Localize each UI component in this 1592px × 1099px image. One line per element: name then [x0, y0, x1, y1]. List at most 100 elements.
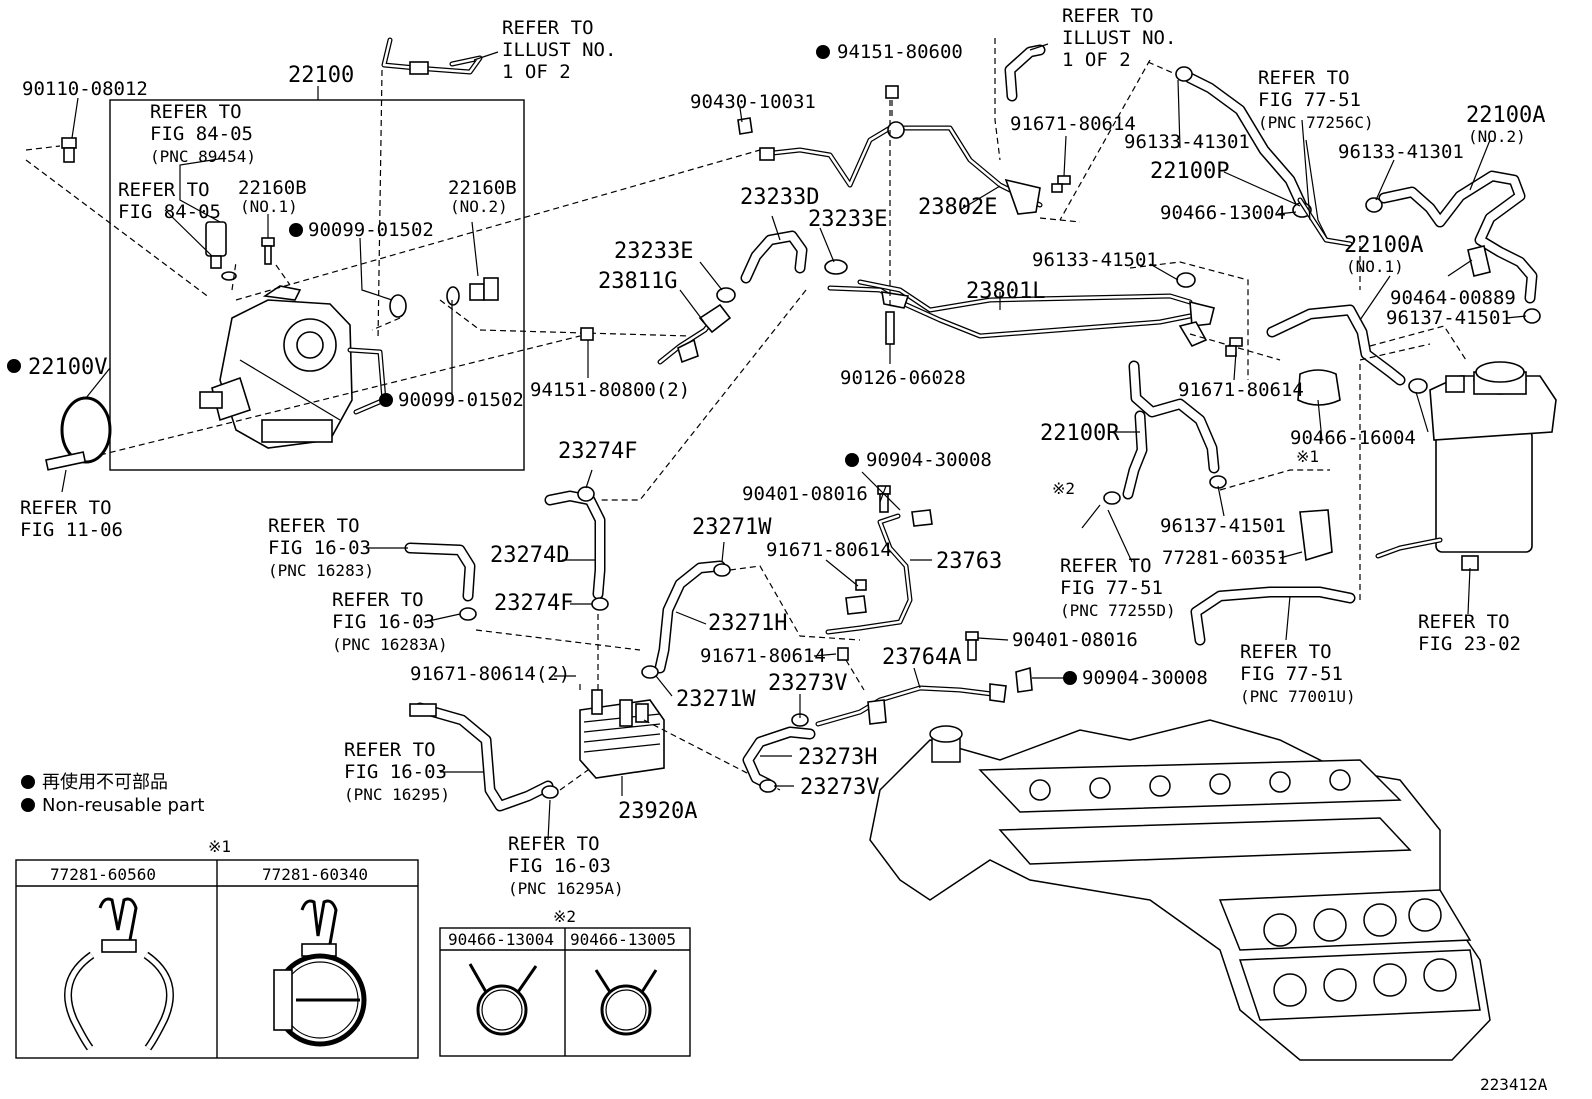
label-90401-08016-a: 90401-08016	[742, 483, 868, 505]
refer-line: REFER TO	[508, 833, 600, 855]
label-23274F-b: 23274F	[494, 591, 573, 616]
label-22100A-no1-sub: (NO.1)	[1346, 257, 1404, 276]
o-ring-22100V	[60, 396, 112, 464]
label-23764A: 23764A	[882, 645, 961, 670]
label-90430-10031: 90430-10031	[690, 91, 816, 113]
label-23801L: 23801L	[966, 279, 1045, 304]
label-90110-08012: 90110-08012	[22, 78, 148, 100]
label-90099-01502-a: 90099-01502	[308, 219, 434, 241]
label-23271W-b: 23271W	[676, 687, 756, 712]
label-91671-80614-2: 91671-80614(2)	[410, 663, 570, 685]
clamp-90904-a	[911, 509, 933, 527]
bolt-91671-23764A	[837, 647, 849, 661]
clamp-90430	[737, 117, 753, 135]
label-mark1: ※1	[1296, 447, 1319, 466]
gasket-90099-a	[389, 294, 407, 318]
bolt-90401-b	[965, 631, 979, 641]
label-90466-16004: 90466-16004	[1290, 427, 1416, 449]
label-23811G: 23811G	[598, 269, 677, 294]
label-90401-08016-b: 90401-08016	[1012, 629, 1138, 651]
refer-line: 1 OF 2	[502, 61, 571, 83]
refer-line: REFER TO	[150, 101, 242, 123]
label-91671-80614-top: 91671-80614	[1010, 113, 1136, 135]
table2-mark: ※2	[553, 907, 576, 926]
nut-94151-80800	[580, 327, 594, 341]
label-22100R: 22100R	[1040, 421, 1120, 446]
refer-line: (PNC 77255D)	[1060, 601, 1176, 620]
bolt-90110-drawing	[61, 137, 77, 163]
label-96133-41301-b: 96133-41301	[1338, 141, 1464, 163]
refer-line: FIG 77-51	[1060, 577, 1163, 599]
label-23271W-a: 23271W	[692, 515, 772, 540]
label-94151-80600: 94151-80600	[837, 41, 963, 63]
refer-line: FIG 84-05	[150, 123, 253, 145]
clamp-23233E-b	[716, 287, 736, 303]
refer-line: 1 OF 2	[1062, 49, 1131, 71]
clip-mark1	[1297, 369, 1341, 406]
label-96133-41501: 96133-41501	[1032, 249, 1158, 271]
refer-line: REFER TO	[1062, 5, 1154, 27]
refer-line: ILLUST NO.	[1062, 27, 1176, 49]
refer-line: REFER TO	[502, 17, 594, 39]
label-91671-80614-23763: 91671-80614	[766, 539, 892, 561]
bolt-22160B-no1-drawing	[261, 237, 275, 265]
refer-line: REFER TO	[332, 589, 424, 611]
refer-line: FIG 16-03	[508, 855, 611, 877]
refer-line: REFER TO	[1240, 641, 1332, 663]
refer-line: REFER TO	[118, 179, 210, 201]
label-mark2: ※2	[1052, 479, 1075, 498]
label-22160B-no1: 22160B	[238, 177, 307, 199]
fuel-filter-drawing	[1375, 361, 1557, 571]
label-22160B-no1-sub: (NO.1)	[240, 197, 298, 216]
refer-line: REFER TO	[1258, 67, 1350, 89]
refer-line: REFER TO	[268, 515, 360, 537]
bolt-91671-top	[1051, 175, 1071, 193]
refer-line: (PNC 16283A)	[332, 635, 448, 654]
table2-col1: 90466-13004	[448, 930, 554, 949]
refer-line: REFER TO	[20, 497, 112, 519]
stud-bolt	[45, 451, 87, 471]
label-23273H: 23273H	[798, 745, 877, 770]
refer-line: FIG 23-02	[1418, 633, 1521, 655]
refer-line: ILLUST NO.	[502, 39, 616, 61]
label-90126-06028: 90126-06028	[840, 367, 966, 389]
label-23273V-a: 23273V	[768, 671, 847, 696]
clamp-90904-b	[1015, 666, 1033, 693]
nut-94151-80600	[885, 85, 899, 99]
label-22100A-no2-sub: (NO.2)	[1468, 127, 1526, 146]
label-22100: 22100	[288, 63, 354, 88]
label-23802E: 23802E	[918, 195, 997, 220]
label-77281-60351: 77281-60351	[1162, 547, 1288, 569]
label-91671-80614-mid: 91671-80614	[1178, 379, 1304, 401]
label-96137-41501-b: 96137-41501	[1160, 515, 1286, 537]
table1-col1: 77281-60560	[50, 865, 156, 884]
label-23233D: 23233D	[740, 185, 819, 210]
label-90466-13004: 90466-13004	[1160, 202, 1286, 224]
label-91671-80614-23764A: 91671-80614	[700, 645, 826, 667]
table2-col2: 90466-13005	[570, 930, 676, 949]
label-22100A-no2: 22100A	[1466, 103, 1545, 128]
refer-line: (PNC 89454)	[150, 147, 256, 166]
table1-mark: ※1	[208, 837, 231, 856]
label-23233E-b: 23233E	[614, 239, 693, 264]
label-23271H: 23271H	[708, 611, 787, 636]
label-22100P: 22100P	[1150, 159, 1229, 184]
clamp-90466-13005-drawing	[594, 969, 658, 1036]
refer-line: FIG 11-06	[20, 519, 123, 541]
refer-line: (PNC 77256C)	[1258, 113, 1374, 132]
refer-line: (PNC 16283)	[268, 561, 374, 580]
pump-assembly-frame	[109, 99, 525, 471]
supply-pump-drawing	[199, 285, 387, 449]
refer-line: REFER TO	[1418, 611, 1510, 633]
legend-bullet-jp	[21, 775, 35, 789]
stud-90126	[885, 311, 895, 345]
refer-line: FIG 84-05	[118, 201, 221, 223]
refer-line: (PNC 16295)	[344, 785, 450, 804]
